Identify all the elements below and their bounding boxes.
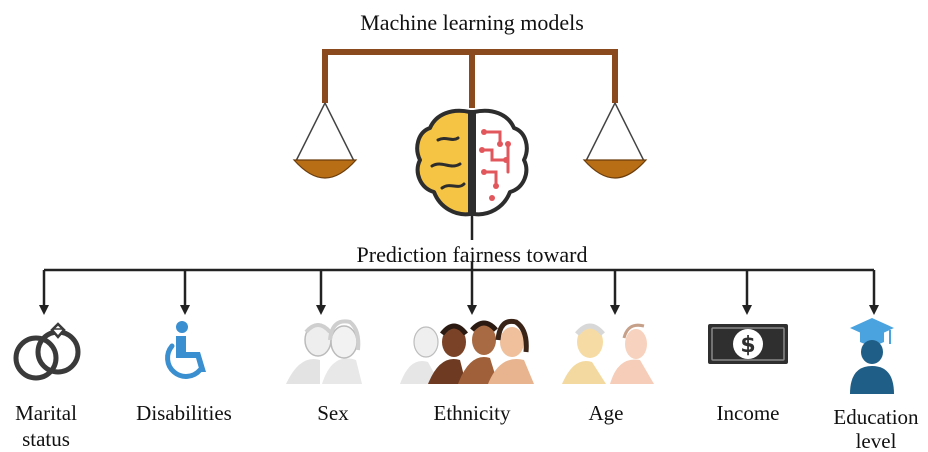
diverse-people-icon [400,318,534,384]
dollar-bill-icon: $ [708,324,788,364]
label-sex: Sex [317,401,349,425]
label-marital-line2: status [22,427,70,451]
left-pan [292,102,358,179]
two-people-icon [286,319,362,384]
label-income: Income [717,401,780,425]
diagram-title: Machine learning models [360,10,584,35]
label-disabilities: Disabilities [136,401,232,425]
label-ethnicity: Ethnicity [434,401,511,425]
attribute-labels: Marital status Disabilities Sex Ethnicit… [15,401,919,452]
arrows [39,270,879,315]
elderly-young-icon [562,323,654,384]
label-education-line1: Education [833,405,919,429]
wheelchair-icon [165,321,206,379]
label-marital-line1: Marital [15,401,77,425]
label-education-line2: level [856,429,897,452]
right-pan [582,102,648,179]
graduate-icon [850,318,894,394]
label-age: Age [589,401,624,425]
brain-icon [415,108,529,217]
balance-scale [292,49,648,179]
rings-icon [13,322,81,381]
svg-text:$: $ [740,333,755,358]
